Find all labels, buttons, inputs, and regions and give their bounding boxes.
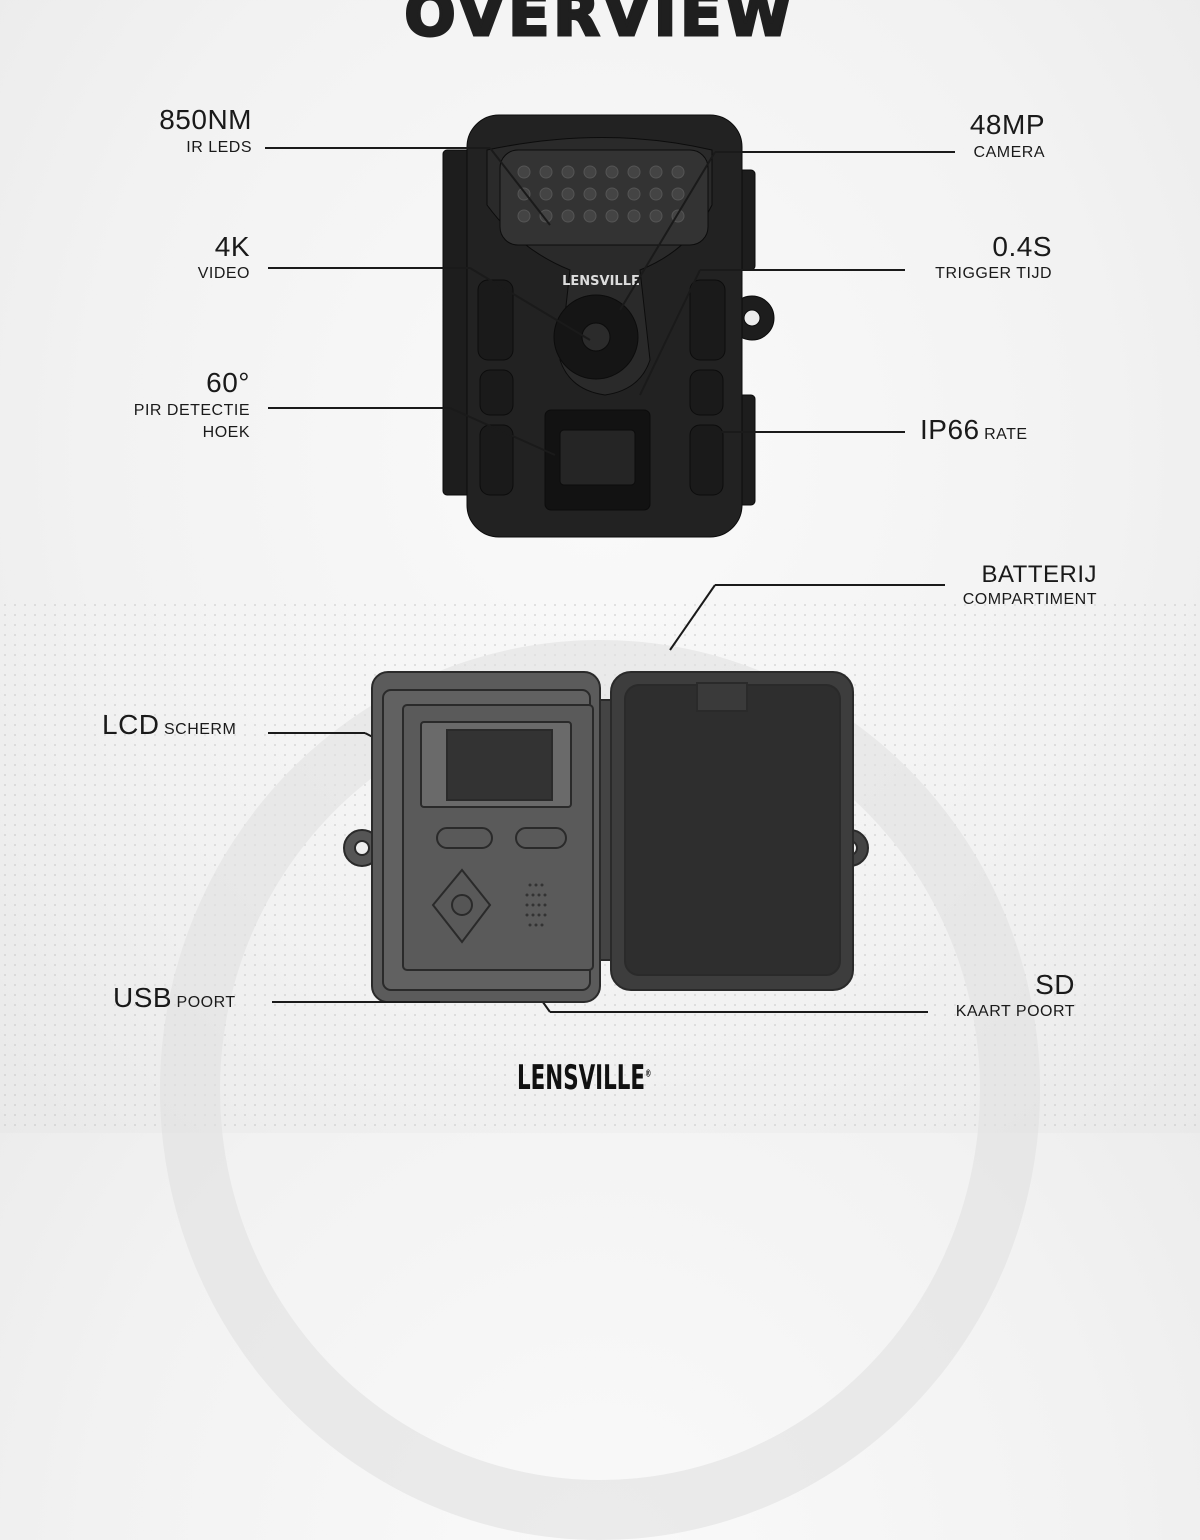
pointer-line-camera: [715, 151, 955, 153]
feature-video: 4K VIDEO: [198, 233, 250, 282]
ok-button: [515, 827, 567, 849]
feature-lcd-label: SCHERM: [163, 721, 237, 738]
feature-ir-label: IR LEDS: [186, 139, 252, 156]
pointer-line-trigger: [700, 269, 905, 271]
feature-ip-label: RATE: [984, 426, 1028, 443]
feature-ir-value: 850NM: [159, 104, 252, 135]
feature-sd-value: SD: [1035, 969, 1075, 1000]
feature-usb: USB POORT: [113, 984, 236, 1012]
brand-logo-text: LENSVILLE: [517, 1058, 646, 1098]
feature-usb-label: POORT: [176, 994, 236, 1011]
pointer-line-usb: [272, 1001, 440, 1003]
feature-pir-label: PIR DETECTIE: [133, 402, 250, 419]
feature-sd: SD KAART POORT: [956, 971, 1075, 1020]
feature-ir: 850NM IR LEDS: [159, 106, 252, 156]
feature-trigger-value: 0.4S: [992, 231, 1052, 262]
feature-video-value: 4K: [214, 231, 250, 262]
pointer-line-battery: [715, 584, 945, 586]
pointer-line-ip: [715, 431, 905, 433]
camera-open-illustration: [343, 671, 869, 1003]
feature-pir-value: 60°: [206, 367, 250, 398]
feature-battery-value: BATTERIJ: [981, 561, 1097, 588]
feature-usb-value: USB: [113, 982, 173, 1013]
brand-logo: LENSVILLE®: [517, 1058, 651, 1098]
feature-ip-value: IP66: [920, 414, 980, 445]
pointer-line-lcd: [268, 732, 365, 734]
pointer-line-video: [268, 267, 470, 269]
feature-ip: IP66 RATE: [920, 416, 1028, 444]
page-title: OVERVIEW: [403, 0, 796, 52]
lcd-screen: [446, 729, 553, 801]
feature-lcd-value: LCD: [102, 709, 160, 740]
feature-lcd: LCD SCHERM: [102, 711, 236, 739]
feature-pir: 60° PIR DETECTIE HOEK: [134, 369, 250, 441]
feature-camera-label: CAMERA: [973, 144, 1045, 161]
camera-brand-mark: LENSVILLE: [562, 274, 640, 289]
menu-button: [436, 827, 493, 849]
feature-camera: 48MP CAMERA: [970, 111, 1045, 161]
battery-compartment: [624, 684, 841, 976]
pointer-line-pir: [268, 407, 450, 409]
feature-pir-label-2: HOEK: [202, 424, 250, 441]
camera-front-illustration: LENSVILLE: [364, 114, 775, 1013]
feature-sd-label: KAART POORT: [955, 1003, 1075, 1020]
feature-trigger: 0.4S TRIGGER TIJD: [935, 233, 1052, 282]
feature-trigger-label: TRIGGER TIJD: [935, 265, 1052, 282]
feature-camera-value: 48MP: [969, 109, 1045, 140]
feature-battery-label: COMPARTIMENT: [962, 591, 1097, 608]
feature-video-label: VIDEO: [197, 265, 250, 282]
feature-battery: BATTERIJ COMPARTIMENT: [963, 563, 1097, 608]
registered-mark: ®: [645, 1068, 652, 1080]
pointer-line-ir: [265, 147, 490, 149]
pointer-line-sd: [550, 1011, 928, 1013]
